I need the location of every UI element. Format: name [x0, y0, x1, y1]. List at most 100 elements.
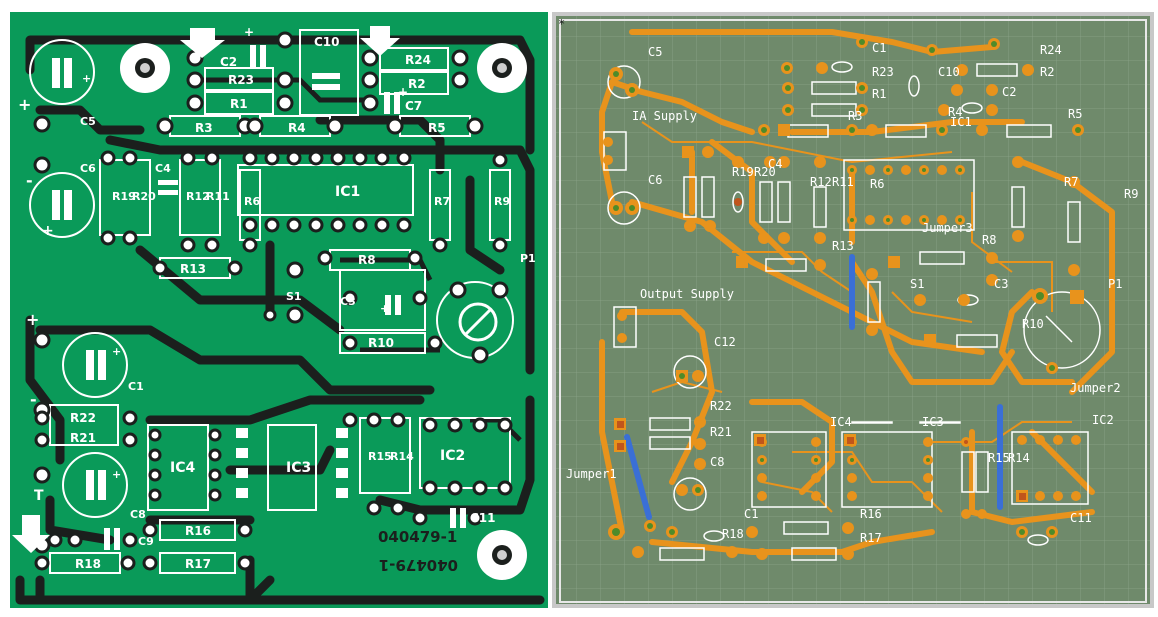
label-r13: R13 [832, 239, 854, 253]
label-r9: R9 [1124, 187, 1138, 201]
label-r21: R21 [710, 425, 732, 439]
polarity-plus-6: + [112, 468, 121, 481]
label-c10: C10 [314, 35, 340, 49]
label-r12: R12 [186, 190, 210, 203]
right-pcb-layout-view: * [552, 12, 1154, 608]
label-r23: R23 [228, 73, 254, 87]
copper-traces [15, 35, 545, 605]
label-ic1: IC1 [950, 115, 972, 129]
red-pads [617, 198, 1026, 500]
label-r22: R22 [710, 399, 732, 413]
polarity-plus-7: + [244, 25, 254, 39]
label-s1: S1 [910, 277, 924, 291]
label-c11: C11 [1070, 511, 1092, 525]
label-r1: R1 [872, 87, 886, 101]
board-code: 040479-1 [378, 528, 457, 546]
label-c11: C11 [470, 511, 496, 525]
label-r5: R5 [428, 121, 446, 135]
left-pcb-copper-view: R23 R1 R24 R2 R3 R4 R5 C10 C2 C7 IC1 R19… [10, 12, 548, 608]
label-c1: C1 [128, 380, 144, 393]
label-jumper2: Jumper2 [1070, 381, 1121, 395]
solder-pads [33, 31, 513, 571]
label-r11: R11 [832, 175, 854, 189]
label-r9: R9 [494, 195, 510, 208]
label-r7: R7 [434, 195, 450, 208]
label-r19: R19 [732, 165, 754, 179]
mounting-holes [120, 43, 527, 580]
label-ia-supply: IA Supply [632, 109, 697, 123]
label-r24: R24 [1040, 43, 1062, 57]
label-r13: R13 [180, 262, 206, 276]
label-jumper1: Jumper1 [566, 467, 617, 481]
label-r18: R18 [722, 527, 744, 541]
label-r20: R20 [132, 190, 156, 203]
label-r18: R18 [75, 557, 101, 571]
polarity-plus-5: + [112, 345, 121, 358]
polarity-minus-1: - [26, 171, 33, 190]
label-r14: R14 [390, 450, 414, 463]
orange-traces [599, 29, 1115, 555]
label-r11: R11 [206, 190, 230, 203]
label-p1: P1 [1108, 277, 1122, 291]
layout-labels: C5 C1 R24 R23 C10 R2 R1 C2 R4 R3 IC1 R5 … [566, 41, 1138, 545]
label-r10: R10 [1022, 317, 1044, 331]
label-c9: C9 [138, 535, 154, 548]
label-r23: R23 [872, 65, 894, 79]
label-ic2: IC2 [440, 448, 465, 464]
potentiometer-symbol [458, 302, 498, 342]
label-ic3: IC3 [286, 460, 311, 476]
label-r17: R17 [860, 531, 882, 545]
label-r12: R12 [810, 175, 832, 189]
component-labels: R23 R1 R24 R2 R3 R4 R5 C10 C2 C7 IC1 R19… [18, 25, 536, 571]
label-c5: C5 [80, 115, 96, 128]
label-s1: S1 [286, 290, 302, 303]
label-ic1: IC1 [335, 184, 360, 200]
label-ic2: IC2 [1092, 413, 1114, 427]
label-r15: R15 [368, 450, 392, 463]
label-r24: R24 [405, 53, 431, 67]
label-r2: R2 [1040, 65, 1054, 79]
label-r10: R10 [368, 336, 394, 350]
polarity-plus-1: + [18, 95, 31, 114]
label-c3: C3 [994, 277, 1008, 291]
label-r19: R19 [112, 190, 136, 203]
polarity-plus-9: + [380, 302, 389, 315]
label-c3: C3 [340, 295, 356, 308]
label-c8: C8 [710, 455, 724, 469]
label-r4: R4 [288, 121, 306, 135]
label-ic3: IC3 [922, 415, 944, 429]
star-marker: * [558, 17, 565, 31]
label-r3: R3 [195, 121, 213, 135]
label-r6: R6 [244, 195, 260, 208]
polarity-minus-2: - [30, 390, 37, 409]
label-r16: R16 [185, 524, 211, 538]
label-c6: C6 [648, 173, 662, 187]
label-r5: R5 [1068, 107, 1082, 121]
label-ic4: IC4 [170, 460, 195, 476]
label-r2: R2 [408, 77, 426, 91]
polarity-plus-3: + [26, 310, 39, 329]
label-c12: C12 [714, 335, 736, 349]
arrow-marks [12, 26, 400, 553]
label-c4: C4 [155, 162, 171, 175]
label-p1: P1 [520, 252, 536, 265]
label-r21: R21 [70, 431, 96, 445]
label-output-supply: Output Supply [640, 287, 734, 301]
polarity-plus-4: + [82, 72, 91, 85]
label-r15: R15 [988, 451, 1010, 465]
label-c2: C2 [220, 55, 237, 69]
label-r6: R6 [870, 177, 884, 191]
label-c7: C7 [405, 99, 422, 113]
capacitor-marks [52, 45, 466, 550]
label-r17: R17 [185, 557, 211, 571]
label-c1-top: C1 [872, 41, 886, 55]
jumper-wires [624, 254, 1003, 520]
polarity-plus-2: + [42, 223, 54, 239]
label-r1: R1 [230, 97, 248, 111]
label-r8: R8 [358, 253, 376, 267]
label-c4: C4 [768, 157, 782, 171]
pad-drill-holes [612, 39, 1081, 536]
label-r22: R22 [70, 411, 96, 425]
label-c1-bottom: C1 [744, 507, 758, 521]
label-r4: R4 [948, 105, 962, 119]
